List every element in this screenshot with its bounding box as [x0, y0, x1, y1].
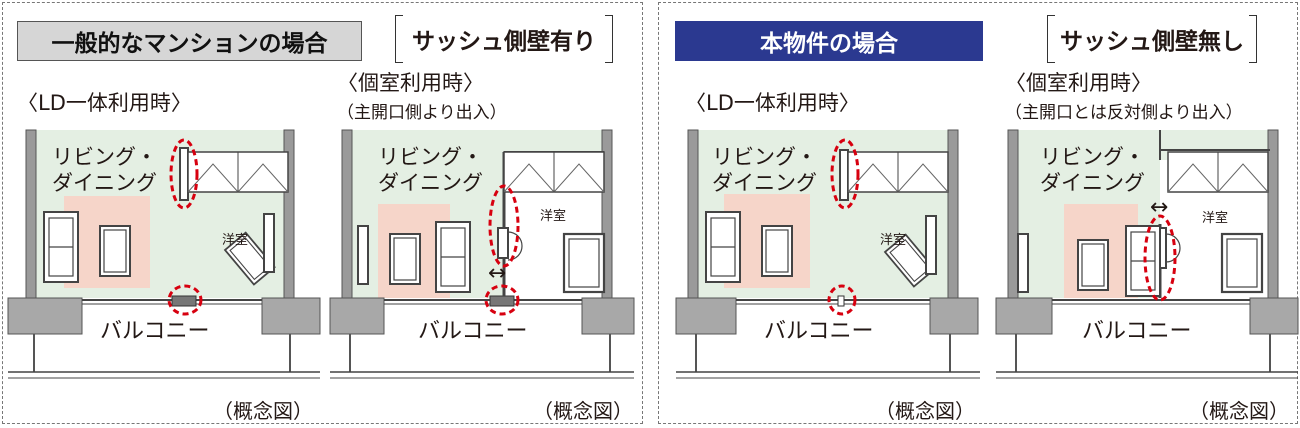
caption-ld: （概念図）	[213, 399, 313, 423]
living-label-2: ダイニング	[378, 171, 483, 195]
balcony-label: バルコニー	[418, 319, 528, 344]
panel-typical: 一般的なマンションの場合 サッシュ側壁有り 〈LD一体利用時〉 〈個室利用時〉 …	[2, 2, 643, 424]
room-caption: 〈個室利用時〉	[1005, 71, 1152, 95]
highlight-circle	[167, 284, 203, 316]
width-arrow: ↔	[488, 261, 506, 286]
balcony-label: バルコニー	[1082, 319, 1192, 344]
balcony-pillar-right	[261, 297, 321, 335]
living-label-1: リビング・	[52, 145, 157, 169]
sash-tag: サッシュ側壁無し	[1047, 15, 1257, 63]
plan-property-ld: リビング・ ダイニング 洋室 バルコニー	[675, 129, 980, 379]
room-caption: 〈個室利用時〉	[337, 71, 484, 95]
balcony-label: バルコニー	[100, 319, 210, 344]
ld-caption: 〈LD一体利用時〉	[685, 91, 860, 115]
western-room-label: 洋室	[222, 232, 248, 248]
sash-side-wall	[489, 295, 515, 307]
ld-caption: 〈LD一体利用時〉	[17, 91, 192, 115]
living-label-1: リビング・	[712, 145, 817, 169]
room-caption-sub: （主開口側より出入）	[337, 103, 507, 123]
caption-room: （概念図）	[533, 399, 633, 423]
plan-typical-ld: リビング・ ダイニング 洋室 バルコニー	[7, 129, 321, 379]
caption-ld: （概念図）	[875, 399, 975, 423]
highlight-circle	[484, 284, 520, 316]
wall-left	[341, 129, 353, 299]
balcony-label: バルコニー	[764, 319, 874, 344]
balcony-pillar-left	[7, 297, 83, 335]
living-label-2: ダイニング	[712, 171, 817, 195]
western-room-label: 洋室	[1202, 210, 1228, 226]
sash-side-wall	[171, 295, 197, 307]
living-label-2: ダイニング	[52, 171, 157, 195]
living-label-1: リビング・	[378, 145, 483, 169]
wall-left	[25, 129, 37, 299]
width-arrow: ↔	[1150, 195, 1168, 220]
panel-title: 一般的なマンションの場合	[17, 21, 362, 61]
plan-property-room: ↔ リビング・ ダイニング 洋室 バルコニー	[995, 129, 1299, 379]
highlight-circle	[830, 138, 860, 210]
western-room-label: 洋室	[880, 232, 906, 248]
plan-typical-room: ↔ リビング・ ダイニング 洋室 バルコニー	[329, 129, 635, 379]
sash-tag: サッシュ側壁有り	[395, 15, 613, 63]
highlight-circle	[169, 138, 199, 210]
living-label-1: リビング・	[1040, 145, 1145, 169]
highlight-circle	[827, 284, 857, 316]
highlight-circle	[1143, 214, 1177, 302]
western-room-label: 洋室	[540, 208, 566, 224]
sash-joint	[837, 295, 845, 307]
room-caption-sub: （主開口とは反対側より出入）	[1005, 103, 1243, 123]
highlight-circle	[488, 184, 520, 268]
living-label-2: ダイニング	[1040, 171, 1145, 195]
caption-room: （概念図）	[1189, 399, 1289, 423]
panel-this-property: 本物件の場合 サッシュ側壁無し 〈LD一体利用時〉 〈個室利用時〉 （主開口とは…	[658, 2, 1298, 424]
panel-title: 本物件の場合	[675, 21, 983, 61]
